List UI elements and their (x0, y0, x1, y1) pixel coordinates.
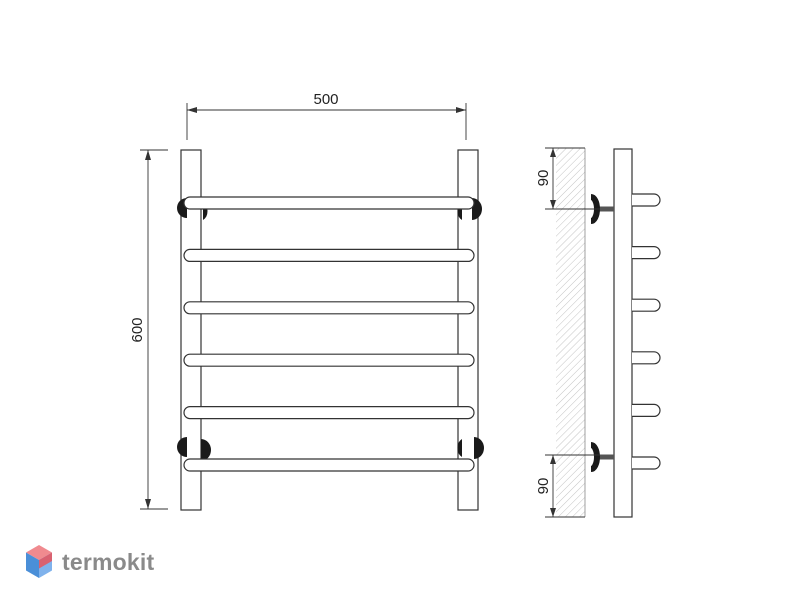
side-brackets (590, 194, 614, 472)
top-offset-label: 90 (535, 170, 552, 187)
front-rail (183, 353, 475, 367)
front-view (140, 103, 484, 511)
side-rails (632, 193, 661, 470)
right-post (457, 149, 479, 511)
top-offset-dimension (545, 147, 600, 210)
width-label: 500 (313, 91, 338, 108)
mount-bottom-left (177, 437, 187, 457)
height-dimension (140, 149, 168, 510)
side-rail-stub (632, 298, 661, 312)
side-rail-stub (632, 351, 661, 365)
side-rail-stub (632, 403, 661, 417)
mount-bottom-right (474, 437, 484, 459)
height-label: 600 (129, 317, 146, 342)
front-rail (183, 406, 475, 420)
front-rails (183, 196, 475, 472)
bottom-offset-dimension (545, 454, 600, 518)
side-view (545, 147, 661, 518)
front-rail (183, 196, 475, 210)
side-rail-stub (632, 246, 661, 260)
bottom-offset-label: 90 (535, 478, 552, 495)
wall-hatch (556, 148, 585, 517)
mount-bottom-left-b (201, 439, 211, 461)
wall-mounts (177, 198, 484, 461)
front-rail (183, 248, 475, 262)
width-dimension (186, 103, 467, 140)
front-rail (183, 301, 475, 315)
brand-logo: termokit (24, 544, 154, 580)
brand-name: termokit (62, 548, 155, 575)
side-rail-stub (632, 456, 661, 470)
hexagon-logo-icon (26, 545, 52, 578)
side-rail-stub (632, 193, 661, 207)
front-rail (183, 458, 475, 472)
side-post (613, 148, 633, 518)
left-post (180, 149, 202, 511)
mount-bottom-right-b (457, 439, 462, 457)
